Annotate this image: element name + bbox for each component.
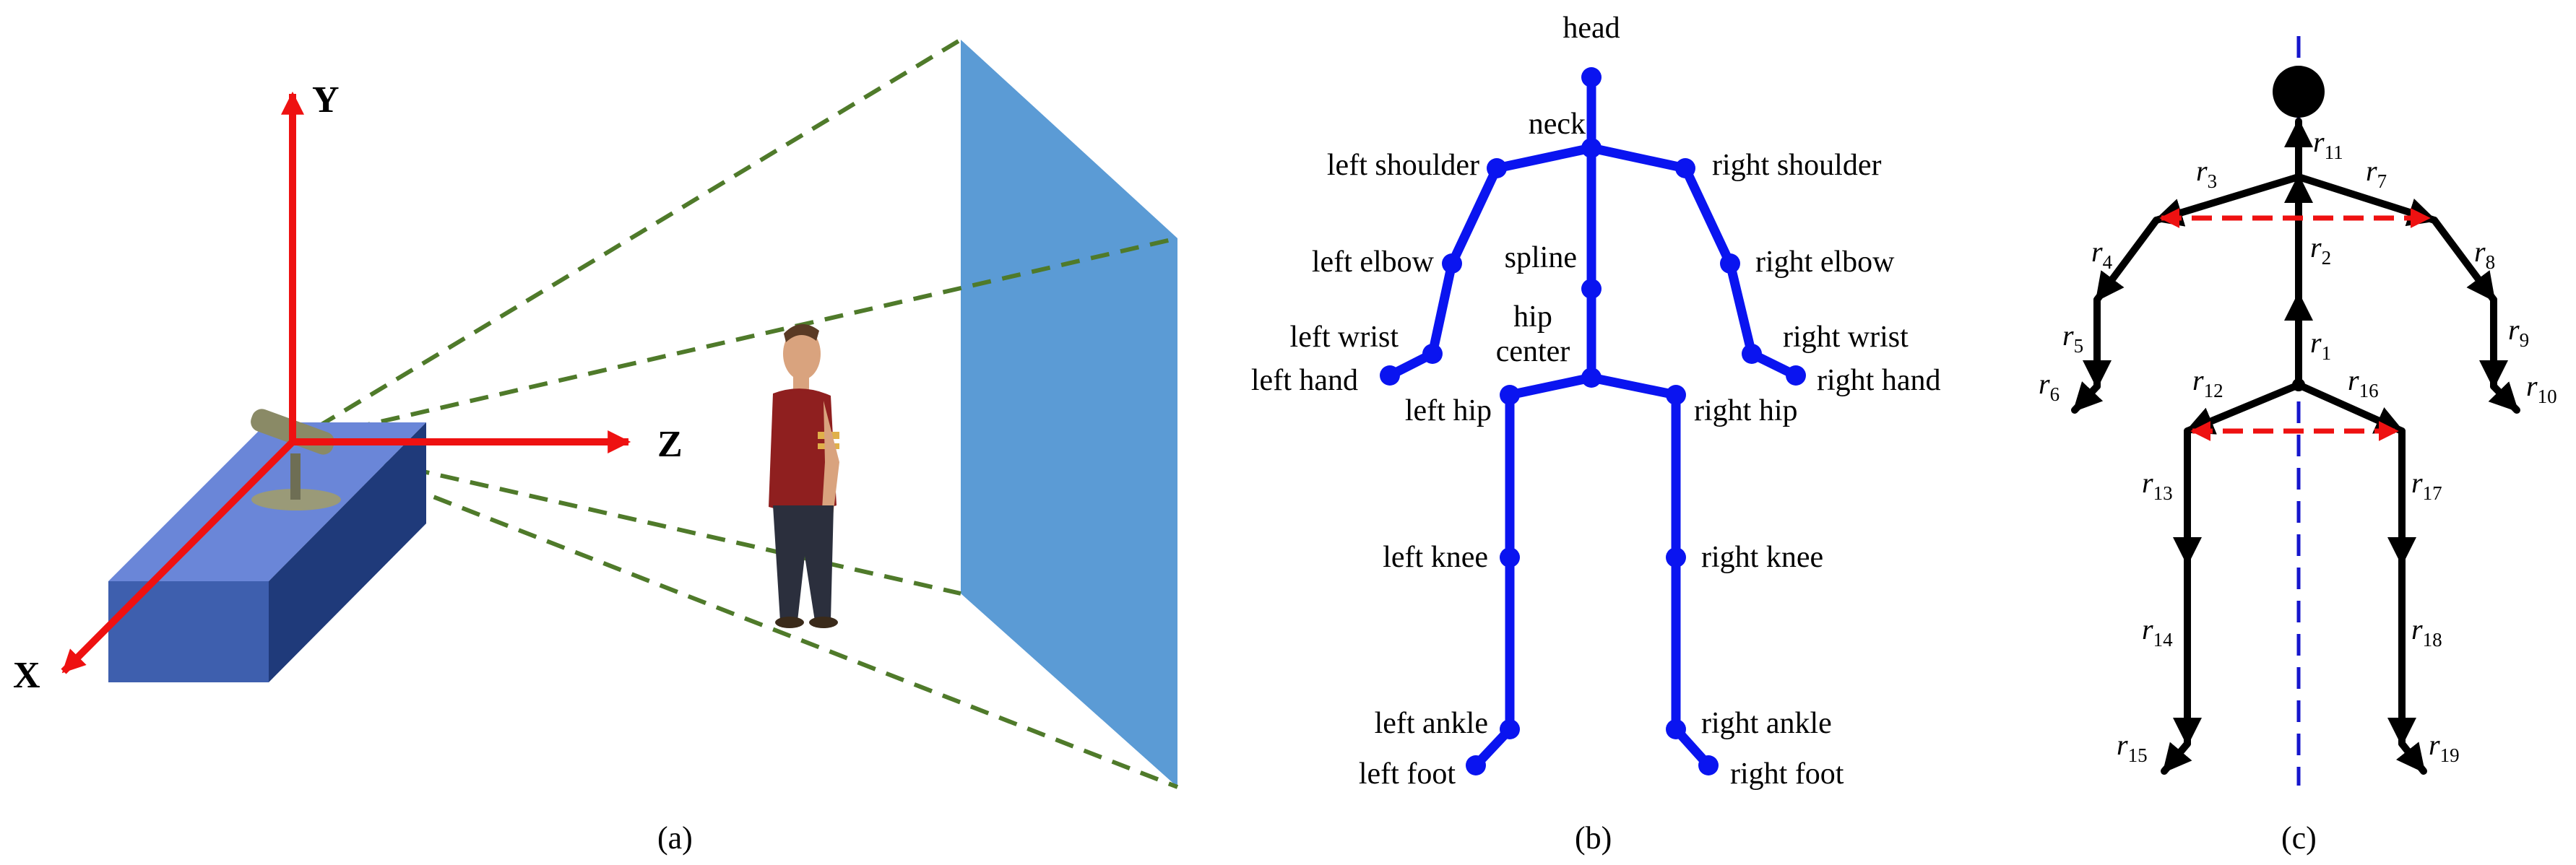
joint-right-knee bbox=[1666, 547, 1686, 568]
sensor-box bbox=[108, 422, 426, 682]
label-left-ankle: left ankle bbox=[1375, 707, 1488, 740]
label-r16: r16 bbox=[2348, 364, 2379, 401]
joint-right-shoulder bbox=[1675, 158, 1695, 178]
x-axis-label: X bbox=[13, 655, 40, 696]
head-node bbox=[2273, 66, 2325, 118]
camera-frustum bbox=[291, 38, 1179, 789]
label-r15: r15 bbox=[2117, 729, 2148, 766]
label-right-wrist: right wrist bbox=[1783, 321, 1909, 354]
skeleton-bones bbox=[1385, 72, 1801, 770]
label-r3: r3 bbox=[2196, 155, 2217, 192]
panel-c: r1 r2 r11 r3 r7 r4 r8 r5 r9 r6 r10 r12 r… bbox=[2039, 36, 2557, 856]
label-r17: r17 bbox=[2411, 466, 2442, 504]
label-r8: r8 bbox=[2474, 235, 2495, 273]
label-r2: r2 bbox=[2310, 231, 2331, 269]
label-right-knee: right knee bbox=[1701, 541, 1823, 574]
joint-right-wrist bbox=[1742, 344, 1762, 364]
joint-left-ankle bbox=[1500, 719, 1520, 739]
joint-left-hip bbox=[1500, 385, 1520, 405]
x-axis-arrow bbox=[61, 439, 295, 674]
caption-c: (c) bbox=[2281, 820, 2317, 856]
label-right-ankle: right ankle bbox=[1701, 707, 1832, 740]
label-r13: r13 bbox=[2142, 466, 2173, 504]
vector-r6 bbox=[2071, 381, 2104, 414]
coordinate-axes bbox=[61, 91, 631, 674]
joint-right-ankle bbox=[1666, 719, 1686, 739]
joint-right-hand bbox=[1786, 365, 1806, 386]
vector-r10 bbox=[2488, 381, 2520, 414]
vector-r4 bbox=[2093, 217, 2160, 303]
label-hip-center-line2: center bbox=[1496, 335, 1570, 368]
label-neck: neck bbox=[1529, 108, 1586, 141]
joint-hip-center bbox=[1581, 368, 1602, 388]
label-right-foot: right foot bbox=[1730, 757, 1844, 791]
label-r9: r9 bbox=[2508, 313, 2529, 351]
label-r10: r10 bbox=[2526, 370, 2557, 407]
y-axis-label: Y bbox=[312, 79, 340, 121]
symmetry-guides bbox=[2159, 208, 2431, 441]
joint-left-knee bbox=[1500, 547, 1520, 568]
skeleton-joints bbox=[1380, 67, 1806, 775]
joint-neck bbox=[1581, 138, 1602, 158]
joint-right-elbow bbox=[1720, 253, 1740, 274]
vector-labels: r1 r2 r11 r3 r7 r4 r8 r5 r9 r6 r10 r12 r… bbox=[2039, 126, 2557, 766]
panel-a: Y Z X (a) bbox=[13, 38, 1179, 856]
label-r18: r18 bbox=[2411, 613, 2442, 651]
label-left-hip: left hip bbox=[1405, 394, 1492, 427]
label-right-hand: right hand bbox=[1817, 364, 1940, 397]
label-left-shoulder: left shoulder bbox=[1327, 149, 1479, 182]
vector-r8 bbox=[2431, 217, 2497, 303]
label-right-shoulder: right shoulder bbox=[1712, 149, 1881, 182]
joint-left-foot bbox=[1466, 755, 1486, 775]
joint-left-hand bbox=[1380, 365, 1400, 386]
label-r6: r6 bbox=[2039, 368, 2059, 405]
joint-right-hip bbox=[1666, 385, 1686, 405]
label-left-knee: left knee bbox=[1383, 541, 1488, 574]
joint-left-shoulder bbox=[1487, 158, 1507, 178]
caption-b: (b) bbox=[1575, 820, 1612, 856]
label-r11: r11 bbox=[2313, 126, 2343, 163]
skeleton-vectors bbox=[2071, 118, 2520, 775]
joint-left-elbow bbox=[1442, 253, 1462, 274]
joint-labels: head neck left shoulder right shoulder l… bbox=[1251, 12, 1941, 791]
standing-person-icon bbox=[769, 323, 839, 628]
label-left-foot: left foot bbox=[1359, 757, 1456, 791]
label-r4: r4 bbox=[2091, 235, 2113, 273]
vector-r19 bbox=[2395, 740, 2427, 775]
joint-left-wrist bbox=[1422, 344, 1443, 364]
label-hip-center-line1: hip bbox=[1513, 300, 1552, 334]
label-r12: r12 bbox=[2192, 364, 2223, 401]
projection-screen bbox=[961, 40, 1177, 787]
joint-spline bbox=[1581, 279, 1602, 299]
vector-r3 bbox=[2153, 173, 2302, 227]
label-r14: r14 bbox=[2142, 613, 2173, 651]
label-left-hand: left hand bbox=[1251, 364, 1358, 397]
label-right-hip: right hip bbox=[1694, 394, 1798, 427]
caption-a: (a) bbox=[657, 820, 693, 856]
label-r1: r1 bbox=[2310, 326, 2331, 364]
label-left-elbow: left elbow bbox=[1312, 245, 1435, 279]
label-r5: r5 bbox=[2062, 319, 2083, 357]
label-spline: spline bbox=[1505, 241, 1577, 274]
label-left-wrist: left wrist bbox=[1290, 321, 1399, 354]
joint-right-foot bbox=[1698, 755, 1719, 775]
label-r19: r19 bbox=[2429, 729, 2460, 766]
label-right-elbow: right elbow bbox=[1755, 245, 1895, 279]
label-r7: r7 bbox=[2366, 155, 2387, 192]
panel-b: head neck left shoulder right shoulder l… bbox=[1251, 12, 1941, 856]
z-axis-label: Z bbox=[657, 424, 683, 465]
joint-head bbox=[1581, 67, 1602, 87]
label-head: head bbox=[1563, 12, 1620, 45]
hip-node bbox=[2292, 378, 2305, 391]
vector-r15 bbox=[2161, 740, 2192, 775]
